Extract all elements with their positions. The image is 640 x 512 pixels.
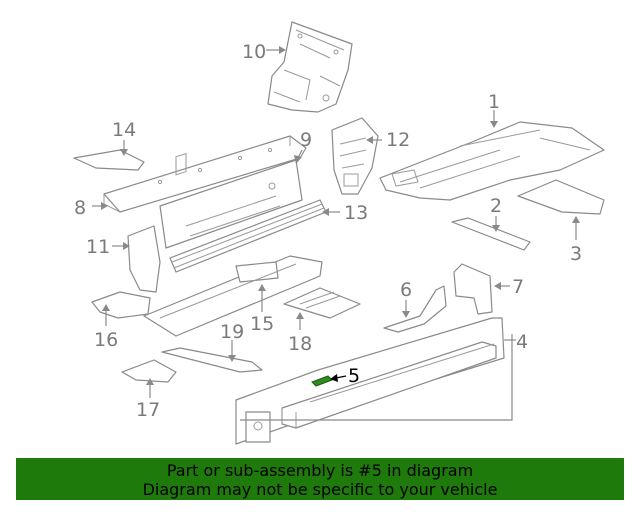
callout-14: 14 bbox=[112, 119, 136, 141]
banner-line-2: Diagram may not be specific to your vehi… bbox=[142, 480, 498, 499]
info-banner: Part or sub-assembly is #5 in diagram Di… bbox=[16, 458, 624, 500]
part-1-floor-pan bbox=[379, 121, 605, 201]
part-9-panel bbox=[159, 152, 303, 249]
callout-1: 1 bbox=[488, 91, 500, 113]
part-3-bracket bbox=[517, 179, 605, 215]
part-17-bracket bbox=[121, 359, 177, 383]
callout-15: 15 bbox=[250, 313, 274, 335]
part-15-floor bbox=[143, 255, 323, 337]
callout-3: 3 bbox=[570, 243, 582, 265]
callout-5-highlighted: 5 bbox=[348, 365, 360, 387]
callout-18: 18 bbox=[288, 333, 312, 355]
callout-8: 8 bbox=[74, 197, 86, 219]
banner-line-1: Part or sub-assembly is #5 in diagram bbox=[166, 461, 474, 480]
part-14-bracket bbox=[73, 149, 145, 171]
callout-11: 11 bbox=[86, 236, 110, 258]
part-19-strip bbox=[161, 347, 263, 373]
part-6-bracket bbox=[383, 285, 447, 333]
part-4-rocker bbox=[235, 317, 505, 445]
part-2-rail bbox=[451, 217, 531, 251]
part-10-bracket bbox=[267, 21, 353, 113]
leader-lines bbox=[92, 46, 580, 421]
part-8-9-rail bbox=[103, 135, 307, 213]
callout-7: 7 bbox=[512, 276, 524, 298]
part-5-highlighted bbox=[311, 375, 333, 387]
part-7-bracket bbox=[453, 263, 493, 315]
callout-17: 17 bbox=[136, 399, 160, 421]
part-11-bracket bbox=[127, 225, 161, 293]
callout-6: 6 bbox=[400, 279, 412, 301]
callout-2: 2 bbox=[490, 195, 502, 217]
callout-19: 19 bbox=[220, 321, 244, 343]
part-18-plate bbox=[283, 287, 361, 319]
callout-16: 16 bbox=[94, 329, 118, 351]
part-12-bracket bbox=[331, 117, 379, 195]
callout-labels: 10 14 9 12 1 8 13 11 2 3 7 6 15 16 18 19… bbox=[74, 41, 582, 421]
part-16-bracket bbox=[91, 291, 151, 319]
parts-diagram: 10 14 9 12 1 8 13 11 2 3 7 6 15 16 18 19… bbox=[73, 21, 605, 445]
callout-4: 4 bbox=[516, 331, 528, 353]
callout-10: 10 bbox=[242, 41, 266, 63]
callout-12: 12 bbox=[386, 129, 410, 151]
callout-9: 9 bbox=[300, 129, 312, 151]
callout-13: 13 bbox=[344, 202, 368, 224]
